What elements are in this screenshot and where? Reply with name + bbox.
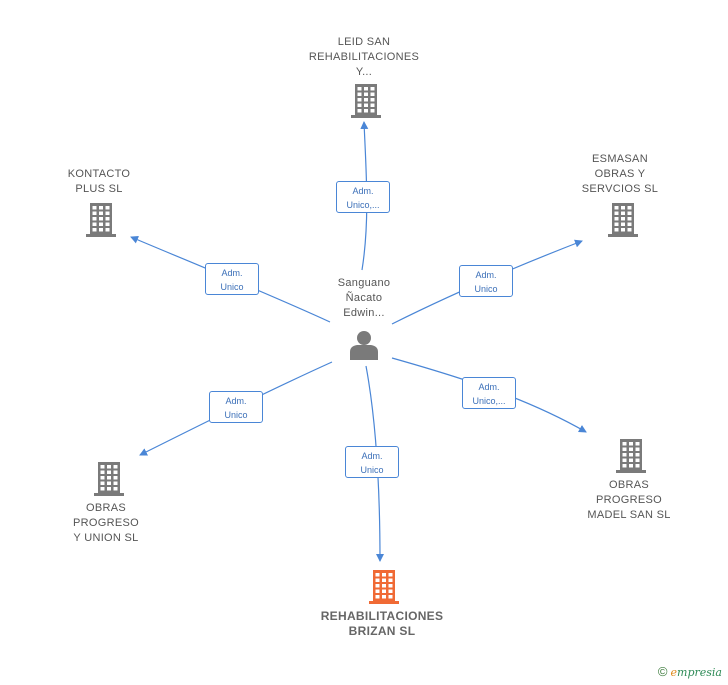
brand-initial: e: [670, 666, 678, 679]
building-icon: [351, 84, 381, 118]
company-obras-madel[interactable]: OBRAS PROGRESO MADEL SAN SL: [554, 478, 704, 523]
edge-label-rehab-brizan[interactable]: Adm. Unico: [345, 446, 399, 478]
copyright-brand: ©empresia: [658, 664, 722, 679]
company-leid[interactable]: LEID SAN REHABILITACIONES Y...: [289, 35, 439, 80]
company-name-line: SERVCIOS SL: [581, 183, 659, 195]
company-name-line: REHABILITACIONES: [308, 51, 420, 63]
company-kontacto[interactable]: KONTACTO PLUS SL: [24, 167, 174, 197]
copyright-icon: ©: [657, 664, 668, 679]
company-name-line: ESMASAN: [592, 153, 648, 165]
edge-label-kontacto[interactable]: Adm. Unico: [205, 263, 259, 295]
company-name-line: OBRAS Y: [594, 168, 646, 180]
company-esmasan[interactable]: ESMASAN OBRAS Y SERVCIOS SL: [545, 152, 695, 197]
edge-label-line: Adm.: [221, 268, 243, 278]
icons-layer: [86, 84, 646, 604]
person-icon: [350, 331, 378, 360]
edge-label-line: Adm.: [352, 186, 374, 196]
brand-name: mpresia: [677, 666, 722, 679]
company-name-line: OBRAS: [608, 479, 649, 491]
building-icon: [616, 439, 646, 473]
edge-label-line: Adm.: [478, 382, 500, 392]
edge-label-line: Unico: [474, 284, 498, 294]
edge-label-line: Adm.: [225, 396, 247, 406]
edge-label-obras-union[interactable]: Adm. Unico: [209, 391, 263, 423]
building-icon: [86, 203, 116, 237]
person-name-line: Ñacato: [345, 292, 383, 304]
company-name-line: BRIZAN SL: [348, 624, 416, 638]
edge-label-line: Unico: [224, 410, 248, 420]
company-obras-union[interactable]: OBRAS PROGRESO Y UNION SL: [31, 501, 181, 546]
edge-label-line: Adm.: [361, 451, 383, 461]
edge-label-esmasan[interactable]: Adm. Unico: [459, 265, 513, 297]
edge-label-line: Unico,...: [472, 396, 506, 406]
edge-label-line: Adm.: [475, 270, 497, 280]
company-name-line: REHABILITACIONES: [320, 609, 444, 623]
company-name-line: PROGRESO: [73, 517, 139, 529]
edge-label-leid[interactable]: Adm. Unico,...: [336, 181, 390, 213]
company-name-line: MADEL SAN SL: [587, 509, 671, 521]
company-name-line: OBRAS: [85, 502, 126, 514]
person-name-line: Sanguano: [337, 277, 391, 289]
building-icon: [608, 203, 638, 237]
building-icon: [369, 570, 399, 604]
person-name-line: Edwin...: [343, 307, 385, 319]
building-icon: [94, 462, 124, 496]
company-name-line: LEID SAN: [337, 36, 391, 48]
company-name-line: PLUS SL: [75, 183, 123, 195]
company-name-line: PROGRESO: [596, 494, 662, 506]
company-name-line: KONTACTO: [67, 168, 131, 180]
edge-label-line: Unico: [220, 282, 244, 292]
company-name-line: Y...: [355, 66, 373, 78]
edge-label-obras-madel[interactable]: Adm. Unico,...: [462, 377, 516, 409]
edge-label-line: Unico,...: [346, 200, 380, 210]
company-name-line: Y UNION SL: [73, 532, 139, 544]
edge-label-line: Unico: [360, 465, 384, 475]
